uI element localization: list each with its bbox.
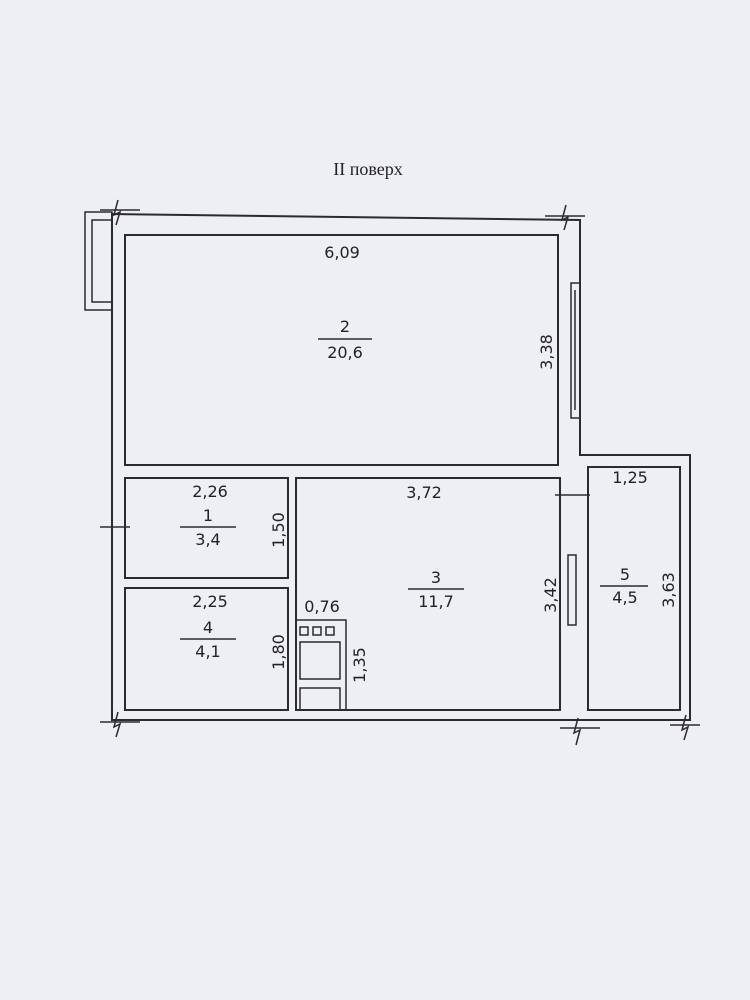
room-1-number: 1 <box>203 506 213 525</box>
room-1-width: 2,26 <box>192 482 228 501</box>
room-5-height: 3,63 <box>659 572 678 608</box>
room-2-width: 6,09 <box>324 243 360 262</box>
room-5-number: 5 <box>620 565 630 584</box>
room-4-number: 4 <box>203 618 213 637</box>
room-2-area: 20,6 <box>327 343 363 362</box>
room-4-height: 1,80 <box>269 634 288 670</box>
room-3-number: 3 <box>431 568 441 587</box>
wall-segment <box>557 418 581 455</box>
room-4-width: 2,25 <box>192 592 228 611</box>
fixture-height: 1,35 <box>350 647 369 683</box>
door-window <box>567 554 577 626</box>
outer-wall <box>111 212 691 721</box>
room-4: 2,25 4 4,1 1,80 <box>124 587 289 711</box>
room-2: 6,09 2 20,6 3,38 <box>124 234 559 466</box>
room-1: 2,26 1 3,4 1,50 <box>124 477 289 579</box>
room-3-width: 3,72 <box>406 483 442 502</box>
room-5-area: 4,5 <box>612 588 637 607</box>
fixture-width: 0,76 <box>304 597 340 616</box>
window <box>570 282 581 419</box>
room-1-height: 1,50 <box>269 512 288 548</box>
room-5: 1,25 5 4,5 3,63 <box>587 466 681 711</box>
balcony-stub <box>84 211 113 311</box>
room-1-area: 3,4 <box>195 530 220 549</box>
stove-fixture: 0,76 1,35 <box>295 597 369 711</box>
room-2-height: 3,38 <box>537 334 556 370</box>
room-3: 3,72 3 11,7 3,42 <box>295 477 561 711</box>
room-2-number: 2 <box>340 317 350 336</box>
floor-title: II поверх <box>333 159 403 179</box>
room-3-height: 3,42 <box>541 577 560 613</box>
room-4-area: 4,1 <box>195 642 220 661</box>
break-marks <box>100 199 700 746</box>
room-5-width: 1,25 <box>612 468 648 487</box>
room-3-area: 11,7 <box>418 592 454 611</box>
